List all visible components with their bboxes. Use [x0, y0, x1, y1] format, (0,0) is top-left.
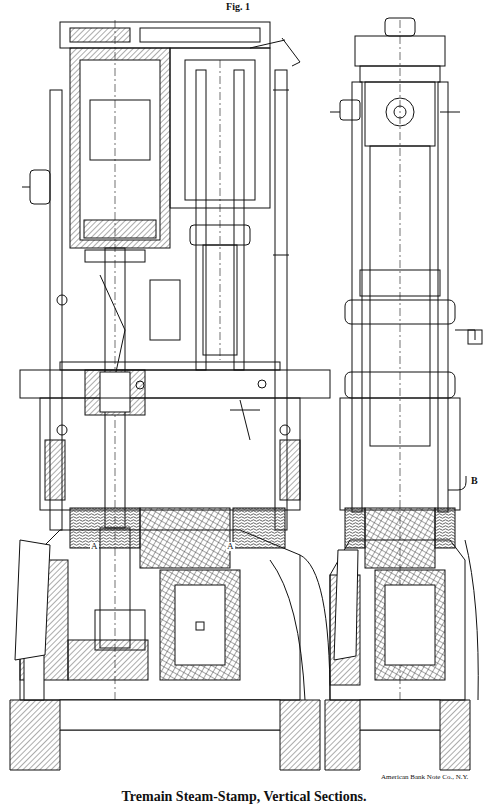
right-section	[325, 18, 482, 770]
figure-caption: Tremain Steam-Stamp, Vertical Sections.	[121, 790, 368, 804]
section-letter: B	[470, 476, 479, 486]
left-section	[10, 20, 330, 770]
section-letter: A	[90, 542, 99, 551]
engraver-credit: American Bank Note Co., N.Y.	[380, 774, 469, 781]
figure-number: Fig. 1	[225, 2, 251, 12]
section-letter: A	[226, 542, 235, 551]
